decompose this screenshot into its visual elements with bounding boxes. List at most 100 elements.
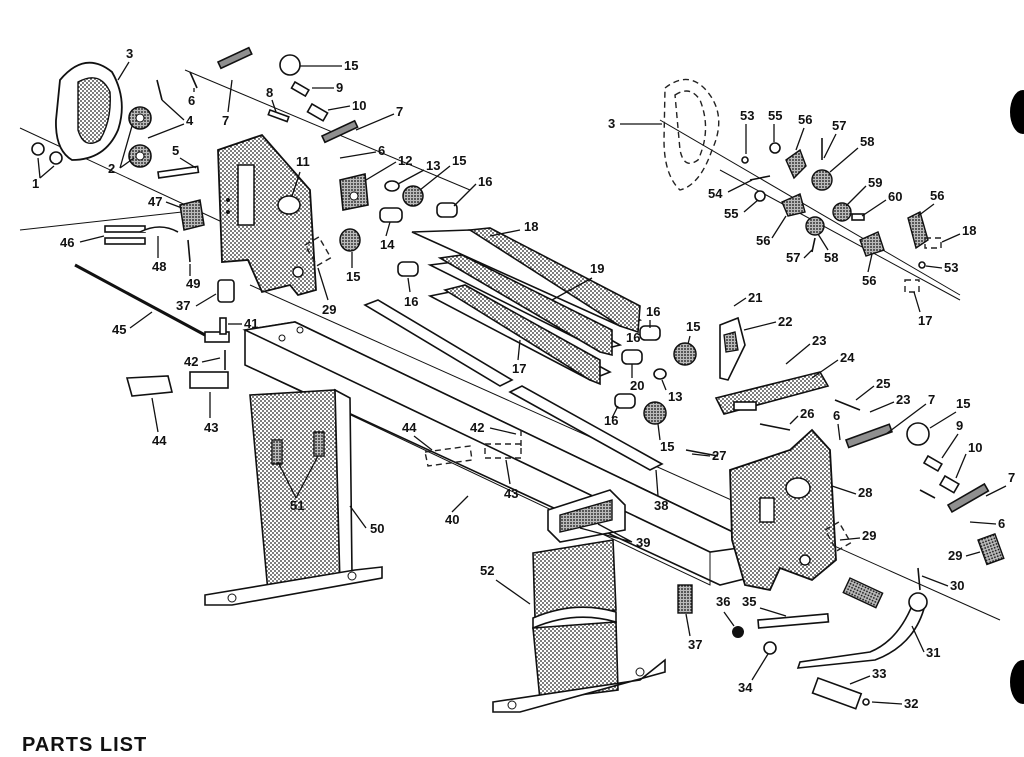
callout-38: 38 [654, 498, 668, 513]
callout-13: 13 [426, 158, 440, 173]
callout-18: 18 [524, 219, 538, 234]
callout-56: 56 [798, 112, 812, 127]
callout-48: 48 [152, 259, 166, 274]
callout-41: 41 [244, 316, 258, 331]
small-washers-left [31, 71, 200, 179]
left-bracket-assembly [104, 199, 235, 303]
left-end-plate [217, 133, 317, 297]
callout-36: 36 [716, 594, 730, 609]
lever-22 [719, 316, 746, 381]
callout-4: 4 [186, 113, 194, 128]
callout-20: 20 [630, 378, 644, 393]
callout-60: 60 [888, 189, 902, 204]
right-end-plate [729, 428, 837, 592]
callout-18b: 18 [962, 223, 976, 238]
callout-27: 27 [712, 448, 726, 463]
callout-13b: 13 [668, 389, 682, 404]
callout-23b: 23 [896, 392, 910, 407]
callout-6c: 6 [833, 408, 840, 423]
callout-50: 50 [370, 521, 384, 536]
callout-8: 8 [266, 85, 273, 100]
callout-16d: 16 [626, 330, 640, 345]
callout-56d: 56 [862, 273, 876, 288]
callout-10: 10 [352, 98, 366, 113]
right-gear-train [741, 138, 942, 293]
callout-43: 43 [204, 420, 218, 435]
callout-25: 25 [876, 376, 890, 391]
callout-7c: 7 [928, 392, 935, 407]
callout-15c: 15 [346, 269, 360, 284]
callout-26: 26 [800, 406, 814, 421]
callout-33: 33 [872, 666, 886, 681]
parts-list-heading: PARTS LIST [22, 734, 148, 756]
feed-rod-45 [74, 263, 230, 343]
main-bed-beam [242, 321, 763, 586]
callout-6: 6 [188, 93, 195, 108]
gear-cover-right-phantom [663, 78, 720, 191]
callout-29c: 29 [948, 548, 962, 563]
callout-5: 5 [172, 143, 179, 158]
callout-34: 34 [738, 680, 753, 695]
callout-53: 53 [740, 108, 754, 123]
gear-cover-left [55, 61, 123, 161]
callout-37b: 37 [688, 637, 702, 652]
callout-15: 15 [344, 58, 358, 73]
handle-left [125, 350, 229, 397]
callout-39: 39 [636, 535, 650, 550]
right-bushings [614, 325, 697, 425]
bar-24 [714, 371, 830, 415]
callout-29: 29 [322, 302, 336, 317]
callout-3b: 3 [608, 116, 615, 131]
bushings-row [339, 180, 458, 277]
callout-6d: 6 [998, 516, 1005, 531]
callout-6b: 6 [378, 143, 385, 158]
callout-49: 49 [186, 276, 200, 291]
callout-56b: 56 [930, 188, 944, 203]
handle-middle [424, 430, 522, 467]
callout-14: 14 [380, 237, 395, 252]
callout-45: 45 [112, 322, 126, 337]
callout-57: 57 [832, 118, 846, 133]
callout-55: 55 [768, 108, 782, 123]
callout-59: 59 [868, 175, 882, 190]
binding-hole-bottom [1010, 660, 1024, 704]
callout-17: 17 [512, 361, 526, 376]
callout-52: 52 [480, 563, 494, 578]
gear-pair-left [128, 106, 152, 168]
callout-37: 37 [176, 298, 190, 313]
roller-middle-19 [427, 254, 623, 357]
callout-21: 21 [748, 290, 762, 305]
roller-upper-18 [411, 227, 643, 334]
callout-28: 28 [858, 485, 872, 500]
callout-15f: 15 [956, 396, 970, 411]
callout-31: 31 [926, 645, 940, 660]
callout-58b: 58 [824, 250, 838, 265]
callout-43b: 43 [504, 486, 518, 501]
right-leg-stand [492, 539, 666, 713]
pins-25-26-27 [685, 399, 861, 457]
callout-15b: 15 [452, 153, 466, 168]
callout-55b: 55 [724, 206, 738, 221]
callout-24: 24 [840, 350, 855, 365]
top-links-right [844, 422, 990, 514]
bolts-37 [677, 584, 693, 614]
callout-15e: 15 [660, 439, 674, 454]
callout-42: 42 [184, 354, 198, 369]
callout-42b: 42 [470, 420, 484, 435]
callout-53b: 53 [944, 260, 958, 275]
callout-3: 3 [126, 46, 133, 61]
callout-44: 44 [152, 433, 167, 448]
callout-40: 40 [445, 512, 459, 527]
callout-16: 16 [478, 174, 492, 189]
callout-7b: 7 [396, 104, 403, 119]
callout-29b: 29 [862, 528, 876, 543]
callout-10b: 10 [968, 440, 982, 455]
callout-11: 11 [296, 154, 310, 169]
block-12 [339, 173, 369, 211]
callout-12: 12 [398, 153, 412, 168]
shaft-38 [363, 299, 664, 471]
callout-16c: 16 [646, 304, 660, 319]
callout-15d: 15 [686, 319, 700, 334]
roller-lower-17 [427, 284, 612, 386]
